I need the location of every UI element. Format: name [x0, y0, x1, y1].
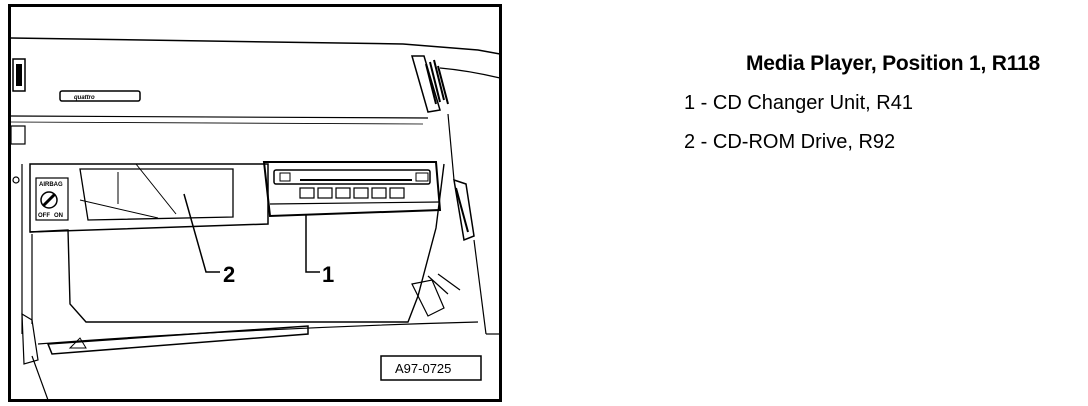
legend-title: Media Player, Position 1, R118 — [746, 52, 1040, 75]
glovebox-left-wall — [21, 164, 33, 334]
cd-changer-buttons — [299, 187, 405, 199]
legend-item: 1 - CD Changer Unit, R41 — [684, 92, 913, 114]
right-vent-curve — [439, 67, 501, 79]
cd-changer-bottom-lip — [269, 201, 441, 205]
cd-changer-faceplate — [273, 169, 431, 185]
airbag-key — [41, 192, 57, 208]
right-hinge — [411, 279, 445, 317]
left-vent — [12, 58, 26, 92]
glovebox-illustration: quattro AIRBAG OFF ON — [8, 4, 502, 402]
leader-line-1 — [305, 214, 320, 273]
dashboard-edge — [10, 37, 501, 55]
glovebox-drawing: quattro AIRBAG OFF ON — [8, 4, 502, 402]
figure-frame — [8, 4, 502, 402]
glovebox-right-wall — [447, 113, 487, 335]
legend-item: 2 - CD-ROM Drive, R92 — [684, 131, 896, 153]
cd-changer-housing — [262, 161, 442, 218]
airbag-key-slot — [40, 191, 58, 209]
quattro-badge-text: quattro — [74, 95, 95, 101]
airbag-switch-label: AIRBAG — [39, 182, 63, 188]
glovebox-back-panel — [29, 163, 269, 233]
left-vent-slot — [16, 64, 22, 86]
callout-1: 1 — [322, 262, 334, 287]
callout-2: 2 — [223, 262, 235, 287]
dashboard-lower-edge-2 — [10, 121, 424, 125]
right-hinge-detail — [427, 273, 461, 295]
right-vent-housing — [411, 55, 441, 113]
right-vent-louvers — [425, 59, 449, 105]
glovebox-opening — [29, 163, 445, 323]
dashboard-lower-edge — [10, 115, 429, 119]
left-trim-block — [10, 125, 26, 145]
reference-code: A97-0725 — [395, 361, 451, 376]
airbag-switch-panel — [35, 177, 69, 221]
cd-rom-drive — [79, 168, 234, 221]
left-screw — [12, 176, 20, 184]
lower-dash-contour — [31, 321, 479, 401]
cd-rom-drive-edges — [79, 163, 177, 219]
leader-line-2 — [183, 193, 220, 273]
right-bracket — [453, 178, 475, 242]
airbag-on-label: ON — [54, 213, 63, 219]
left-hinge — [21, 312, 39, 365]
glovebox-lid-latch — [68, 337, 87, 349]
right-bracket-detail — [455, 187, 469, 233]
cd-changer-load-button — [415, 172, 429, 182]
airbag-off-label: OFF — [38, 213, 50, 219]
cd-changer-eject-button — [279, 172, 291, 182]
reference-code-box — [380, 355, 482, 381]
quattro-badge-outline — [59, 90, 141, 102]
